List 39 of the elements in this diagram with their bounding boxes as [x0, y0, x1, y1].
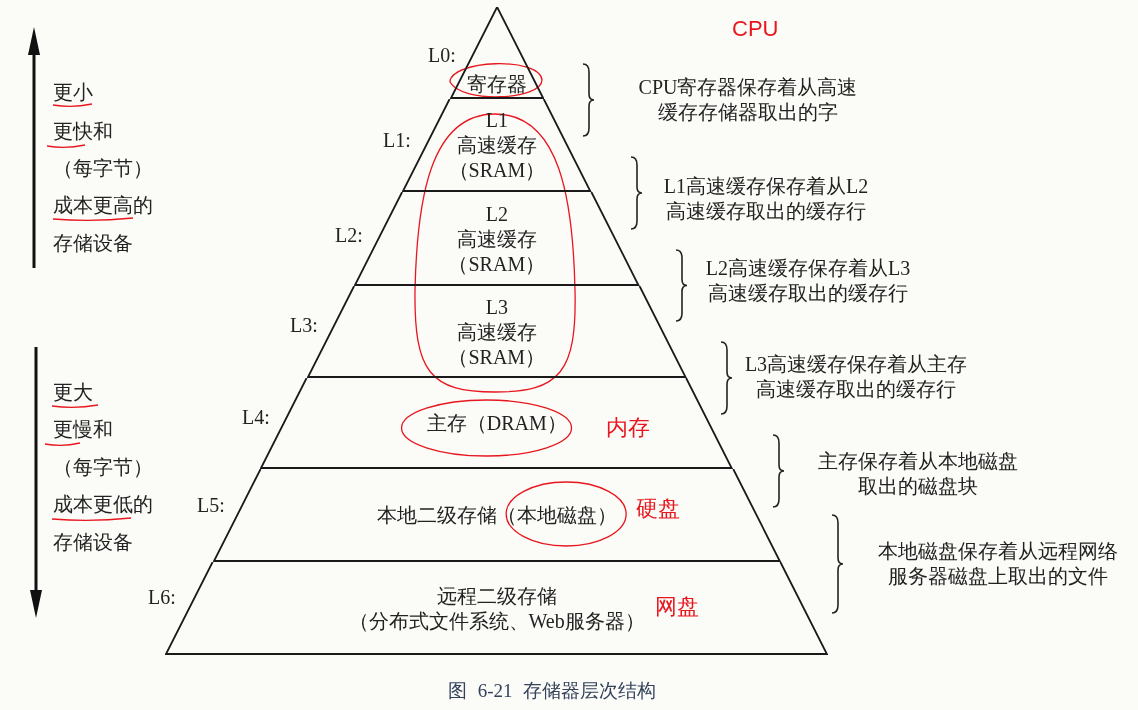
description-text: L1高速缓存保存着从L2高速缓存取出的缓存行 [662, 173, 870, 224]
level-label: L5: [197, 492, 225, 518]
handwritten-note: 网盘 [655, 594, 699, 620]
description-text: L3高速缓存保存着从主存高速缓存取出的缓存行 [743, 351, 969, 402]
handwritten-note: 内存 [606, 415, 650, 441]
level-name: 寄存器 [466, 72, 527, 97]
level-detail: （分布式文件系统、Web服务器） [348, 608, 645, 634]
level-label: L6: [148, 584, 176, 610]
property-text: 更大 [53, 382, 93, 402]
level-name: 主存（DRAM） [426, 411, 567, 436]
handwritten-note: CPU [732, 16, 779, 42]
property-text: 存储设备 [53, 532, 133, 552]
description-text: CPU寄存器保存着从高速缓存存储器取出的字 [637, 74, 859, 125]
level-name: 高速缓存（SRAM） [447, 133, 547, 183]
level-heading: L3 [485, 294, 508, 320]
level-label: L3: [290, 312, 318, 338]
level-label: L1: [383, 127, 411, 153]
description-text: 本地磁盘保存着从远程网络服务器磁盘上取出的文件 [877, 538, 1119, 589]
handwritten-note: 硬盘 [636, 496, 680, 522]
level-label: L0: [428, 42, 456, 68]
level-heading: L1 [485, 108, 508, 133]
level-name: 高速缓存（SRAM） [447, 226, 547, 277]
figure-caption: 图 6-21 存储器层次结构 [448, 679, 657, 703]
level-name: 远程二级存储 [436, 583, 557, 609]
property-text: （每字节） [53, 158, 153, 178]
description-text: 主存保存着从本地磁盘取出的磁盘块 [817, 448, 1019, 499]
property-text: （每字节） [53, 457, 153, 477]
property-text: 更小 [53, 82, 93, 102]
description-text: L2高速缓存保存着从L3高速缓存取出的缓存行 [704, 255, 912, 306]
level-name: 本地二级存储（本地磁盘） [376, 503, 617, 528]
property-text: 更快和 [53, 121, 113, 141]
level-name: 高速缓存（SRAM） [447, 319, 547, 370]
property-text: 存储设备 [53, 233, 133, 253]
property-text: 更慢和 [53, 419, 113, 439]
property-text: 成本更高的 [53, 195, 153, 215]
property-text: 成本更低的 [53, 494, 153, 514]
level-heading: L2 [485, 201, 508, 227]
level-label: L4: [242, 404, 270, 430]
level-label: L2: [335, 222, 363, 248]
